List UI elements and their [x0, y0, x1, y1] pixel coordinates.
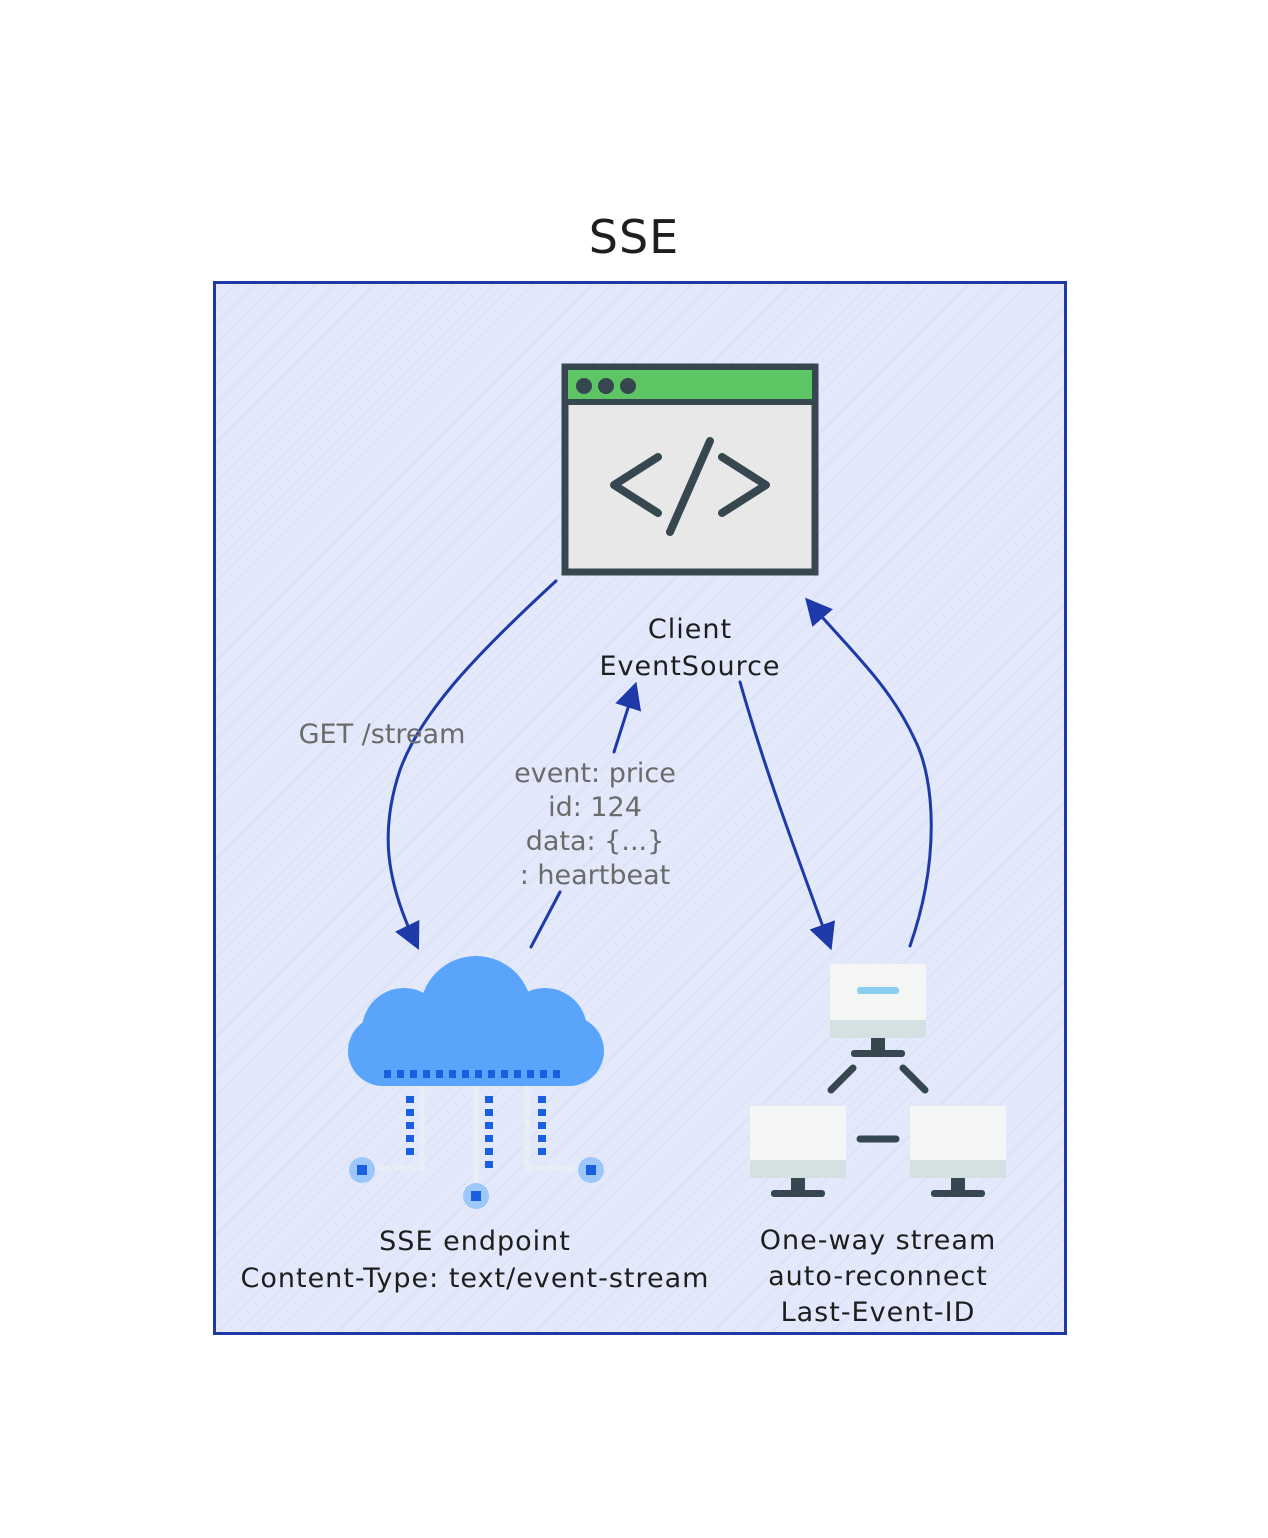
client-label-line2: EventSource	[599, 651, 781, 682]
endpoint-node-label: SSE endpoint Content-Type: text/event-st…	[200, 1223, 750, 1297]
client-label-line1: Client	[647, 614, 733, 645]
network-computers-icon	[750, 964, 1006, 1197]
get-request-label: GET /stream	[298, 719, 466, 750]
event-line: id: 124	[548, 792, 642, 823]
stream-node-label: One-way stream auto-reconnect Last-Event…	[740, 1223, 1016, 1331]
endpoint-label-line2: Content-Type: text/event-stream	[240, 1263, 710, 1294]
endpoint-label-line1: SSE endpoint	[379, 1226, 571, 1257]
arrow-get-request	[386, 579, 558, 951]
stream-label-line3: Last-Event-ID	[780, 1297, 976, 1328]
event-stream-label: event: price id: 124 data: {...} : heart…	[480, 757, 710, 893]
code-browser-icon	[561, 363, 819, 576]
client-node-label: Client EventSource	[540, 611, 840, 685]
event-line: : heartbeat	[519, 860, 671, 891]
arrow-reconnect	[805, 597, 933, 948]
arrow-to-stream	[738, 680, 835, 951]
event-line: event: price	[514, 758, 676, 789]
stream-label-line1: One-way stream	[759, 1225, 997, 1256]
cloud-network-icon	[348, 956, 604, 1209]
event-line: data: {...}	[525, 826, 665, 857]
arrow-event-stream	[529, 686, 635, 949]
diagram-title: SSE	[588, 210, 680, 264]
stream-label-line2: auto-reconnect	[768, 1261, 988, 1292]
